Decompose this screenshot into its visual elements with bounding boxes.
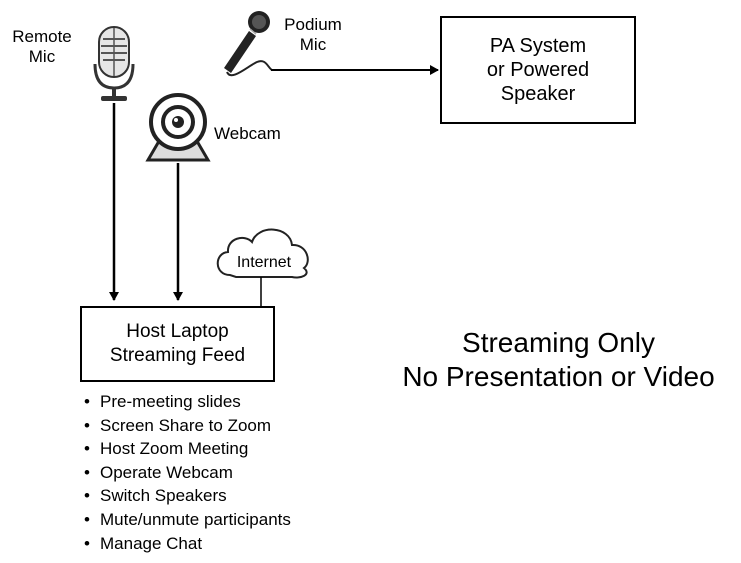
pa-system-line-2: or Powered: [486, 59, 590, 81]
remote-mic-label-line-1: Remote: [12, 27, 72, 46]
task-item: Mute/unmute participants: [84, 508, 291, 532]
podium-mic-label-line-2: Mic: [299, 35, 327, 54]
podium-mic-label-line-1: Podium: [284, 15, 342, 34]
host-laptop-line-1: Host Laptop: [126, 321, 229, 342]
remote-mic-label-line-2: Mic: [28, 47, 56, 66]
remote-mic-label: Remote Mic: [9, 27, 75, 67]
task-item: Host Zoom Meeting: [84, 437, 291, 461]
webcam-label: Webcam: [214, 124, 281, 143]
task-item: Operate Webcam: [84, 461, 291, 485]
caption-line-2: No Presentation or Video: [402, 361, 715, 392]
host-laptop-box: Host Laptop Streaming Feed: [80, 306, 275, 382]
webcam-icon: [145, 93, 211, 162]
podium-mic-label: Podium Mic: [278, 15, 348, 55]
microphone-icon: [93, 26, 135, 101]
streaming-caption: Streaming Only No Presentation or Video: [376, 326, 741, 394]
caption-line-1: Streaming Only: [462, 327, 655, 358]
host-laptop-line-2: Streaming Feed: [109, 345, 246, 366]
cloud-icon: [216, 228, 309, 279]
host-task-list: Pre-meeting slides Screen Share to Zoom …: [84, 390, 291, 555]
task-item: Manage Chat: [84, 532, 291, 556]
pa-system-line-1: PA System: [489, 35, 587, 57]
internet-label: Internet: [236, 254, 292, 271]
pa-system-box: PA System or Powered Speaker: [440, 16, 636, 124]
task-item: Pre-meeting slides: [84, 390, 291, 414]
task-item: Switch Speakers: [84, 484, 291, 508]
handheld-microphone-icon: [224, 11, 273, 77]
pa-system-line-3: Speaker: [500, 83, 576, 105]
task-item: Screen Share to Zoom: [84, 414, 291, 438]
